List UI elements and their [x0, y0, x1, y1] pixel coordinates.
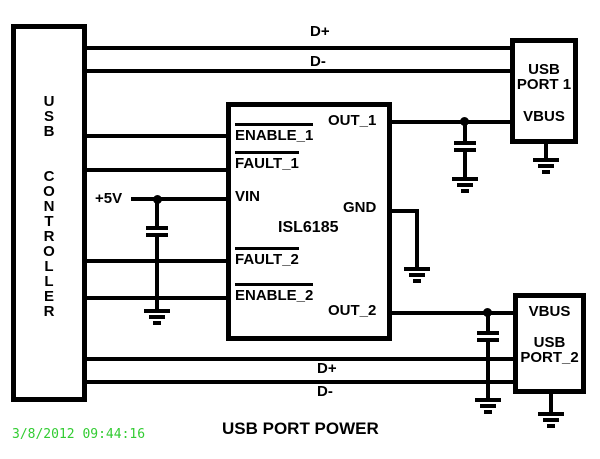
capacitor-out1-lead-top: [463, 122, 467, 142]
ground-icon-vin-bar3: [153, 321, 161, 325]
pin-label-enable2: ENABLE_2: [235, 283, 314, 303]
ground-icon-out2-bar2: [480, 404, 496, 408]
pin-label-enable1: ENABLE_1: [235, 123, 314, 143]
usb-controller-label: U S B C O N T R O L L E R: [43, 93, 55, 320]
net-label-dminus-bottom: D-: [317, 383, 333, 400]
ground-icon-gnd-bar3: [413, 279, 421, 283]
net-label-dplus-top: D+: [310, 23, 330, 40]
capacitor-out2-plate-bottom: [477, 338, 499, 342]
pin-label-vin: VIN: [235, 188, 261, 205]
junction-dot-out1: [460, 117, 469, 126]
capacitor-vin-plate-top: [146, 226, 168, 230]
net-label-dplus-bottom: D+: [317, 360, 337, 377]
usb-controller-box: [11, 24, 87, 402]
ground-icon-out1-bar1: [452, 177, 478, 181]
port1-label-usb: USB: [528, 61, 560, 78]
ground-icon-vin-bar1: [144, 309, 170, 313]
ground-icon-port1-bar2: [538, 164, 554, 168]
pin-label-out2: OUT_2: [328, 302, 377, 319]
ic-part-number: ISL6185: [278, 219, 339, 236]
wire-vin: [131, 197, 226, 201]
wire-out2: [392, 311, 513, 315]
ground-icon-out2-bar1: [475, 398, 501, 402]
wire-fault1: [87, 168, 226, 172]
pin-label-gnd: GND: [343, 199, 377, 216]
ground-icon-out1-bar2: [457, 183, 473, 187]
capacitor-out2-plate-top: [477, 331, 499, 335]
capacitor-out1-plate-top: [454, 141, 476, 145]
usb-port1-box: [510, 38, 578, 144]
port1-label-vbus: VBUS: [523, 108, 565, 125]
capacitor-vin-lead-bottom: [155, 237, 159, 309]
capacitor-out1-plate-bottom: [454, 148, 476, 152]
port2-label-port: PORT_2: [520, 349, 579, 366]
pin-label-out1: OUT_1: [328, 112, 377, 129]
ground-icon-port2-bar2: [543, 418, 559, 422]
port2-label-vbus: VBUS: [528, 303, 571, 320]
ground-icon-out1-bar3: [461, 189, 469, 193]
capacitor-vin-plate-bottom: [146, 233, 168, 237]
capacitor-vin-lead-top: [155, 199, 159, 227]
ground-icon-port2-bar3: [547, 424, 555, 428]
wire-gnd-horizontal: [392, 209, 419, 213]
ground-icon-gnd-bar2: [409, 273, 425, 277]
ground-icon-port2-stem: [549, 393, 553, 413]
wire-enable1: [87, 134, 226, 138]
drawing-title: USB PORT POWER: [222, 419, 379, 438]
ground-icon-gnd-bar1: [404, 267, 430, 271]
timestamp: 3/8/2012 09:44:16: [12, 427, 146, 442]
ground-icon-port1-bar1: [533, 158, 559, 162]
wire-dplus-top: [87, 46, 510, 50]
usb-port2-box: [513, 293, 586, 394]
capacitor-out2-lead-top: [486, 313, 490, 332]
junction-dot-out2: [483, 308, 492, 317]
ground-icon-port2-bar1: [538, 412, 564, 416]
wire-dminus-top: [87, 69, 510, 73]
wire-gnd-vertical: [415, 209, 419, 269]
ground-icon-vin-bar2: [149, 315, 165, 319]
pin-label-fault2: FAULT_2: [235, 247, 299, 267]
wire-dminus-bottom: [87, 380, 513, 384]
port2-label-usb: USB: [533, 334, 566, 351]
ground-icon-out2-bar3: [484, 410, 492, 414]
ic-box: [226, 102, 392, 341]
ground-icon-port1-bar3: [542, 170, 550, 174]
net-label-dminus-top: D-: [310, 53, 326, 70]
wire-dplus-bottom: [87, 357, 513, 361]
pin-label-fault1: FAULT_1: [235, 151, 299, 171]
ground-icon-port1-stem: [544, 143, 548, 159]
wire-out1: [392, 120, 510, 124]
capacitor-out2-lead-bottom: [486, 342, 490, 398]
net-label-5v: +5V: [95, 190, 123, 207]
capacitor-out1-lead-bottom: [463, 152, 467, 178]
port1-label-port: PORT 1: [516, 76, 572, 93]
